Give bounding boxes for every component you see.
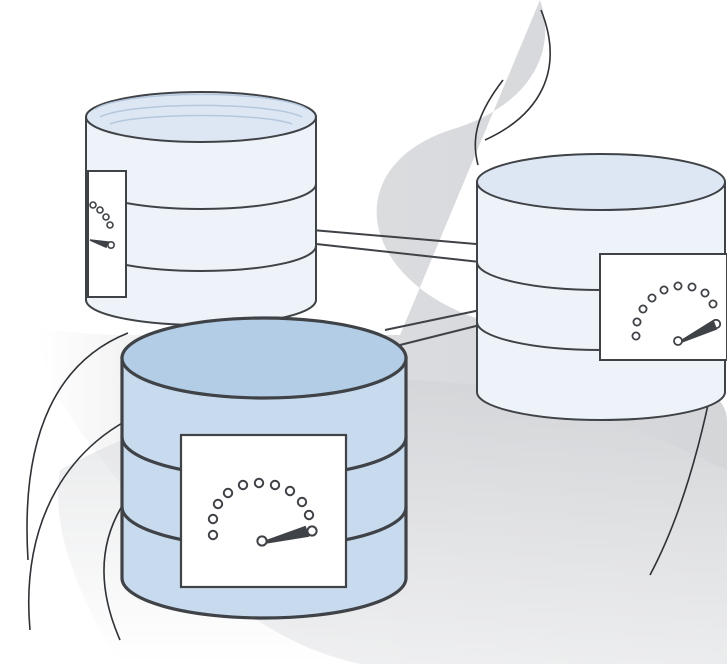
gauge-icon (207, 477, 318, 547)
gauge-panel (179, 433, 348, 589)
gauge-icon (631, 281, 722, 346)
curve-line (26, 332, 129, 561)
connector-line (311, 229, 477, 245)
gauge-icon (89, 201, 116, 250)
database-icon-front (120, 316, 408, 620)
curve-line (474, 79, 504, 166)
curve-line (484, 9, 551, 141)
database-icon-right (476, 153, 727, 421)
gauge-panel (599, 253, 727, 361)
database-icon-top-left (85, 91, 317, 326)
gauge-panel (87, 170, 127, 298)
connector-line (384, 307, 491, 331)
